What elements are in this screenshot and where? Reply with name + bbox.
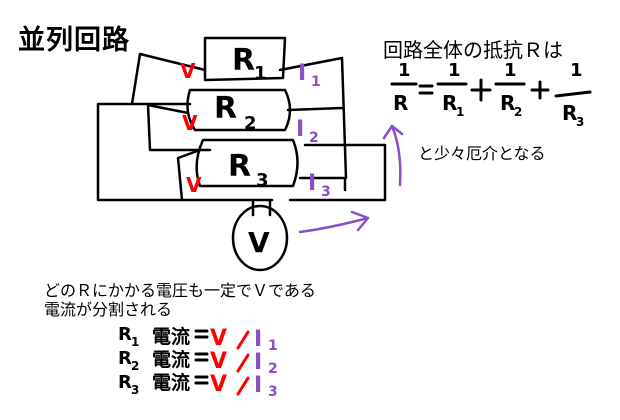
- voltage-source-label: V: [248, 226, 270, 259]
- eq3-current-sub: 3: [268, 384, 278, 400]
- r2-branch-right: [286, 106, 344, 112]
- eq3-slash: [236, 376, 250, 396]
- outer-wire-left: [96, 102, 274, 202]
- resistor-r2-box: [186, 88, 292, 132]
- eq3-resistor-sub: 3: [131, 383, 139, 397]
- formula-t3-denominator: R: [562, 101, 577, 125]
- r1-branch-right: [278, 56, 348, 180]
- current-mark-i1-sub: 1: [311, 74, 321, 90]
- formula-t1-denominator: R: [442, 91, 457, 115]
- eq1-resistor: R: [118, 324, 132, 345]
- eq2-resistor-sub: 2: [131, 359, 139, 373]
- voltage-mark-r3: V: [186, 173, 202, 197]
- description-line-1: どのＲにかかる電圧も一定でＶである: [44, 281, 316, 300]
- current-arrow-bottom: [298, 216, 370, 234]
- eq2-current: I: [254, 350, 262, 375]
- eq1-voltage: V: [210, 326, 227, 351]
- formula-t3-sub: 3: [576, 115, 584, 129]
- resistor-r1-label: R: [232, 43, 255, 78]
- resistor-r2-sub: 2: [244, 113, 257, 134]
- formula-heading: 回路全体の抵抗Ｒは: [383, 38, 563, 62]
- resistor-r1-sub: 1: [254, 63, 267, 84]
- voltage-mark-r2: V: [182, 111, 198, 135]
- current-arrow-bottom-head: [350, 210, 370, 232]
- eq1-slash: [236, 330, 250, 350]
- formula-t3-bar: [554, 90, 592, 98]
- description-line-2: 電流が分割される: [44, 300, 173, 319]
- eq1-current-sub: 1: [268, 338, 278, 354]
- formula-t3-numerator: 1: [570, 60, 583, 81]
- eq1-resistor-sub: 1: [131, 335, 139, 349]
- current-label-3: 電流: [152, 372, 191, 394]
- resistor-r3-label: R: [228, 149, 251, 184]
- eq2-voltage: V: [210, 349, 227, 374]
- r1-branch-left: [130, 52, 207, 106]
- formula-t2-sub: 2: [514, 105, 522, 119]
- formula-t1-numerator: 1: [448, 60, 461, 81]
- current-mark-i2: I: [296, 117, 304, 142]
- resistor-r3-sub: 3: [256, 170, 269, 191]
- formula-t1-sub: 1: [456, 105, 464, 119]
- voltage-mark-r1: V: [180, 59, 196, 83]
- eq3-current: I: [254, 373, 262, 398]
- formula-note: と少々厄介となる: [418, 144, 546, 163]
- resistor-r3-box: [195, 138, 299, 188]
- formula-lhs-numerator: 1: [398, 60, 411, 81]
- resistor-r2-label: R: [214, 91, 237, 126]
- formula-t2-denominator: R: [500, 91, 515, 115]
- eq2-resistor: R: [118, 348, 132, 369]
- eq2-current-sub: 2: [268, 361, 278, 377]
- current-arrow-right: [390, 124, 402, 187]
- current-label-2: 電流: [152, 349, 191, 371]
- current-arrow-right-head: [382, 124, 404, 140]
- eq2-slash: [236, 353, 250, 373]
- r3-branch-left: [176, 148, 202, 202]
- current-label-1: 電流: [152, 326, 191, 348]
- current-mark-i1: I: [298, 61, 306, 86]
- formula-lhs-denominator: R: [393, 91, 408, 115]
- r2-branch-left: [146, 103, 212, 152]
- eq1-current: I: [254, 327, 262, 352]
- formula-t2-numerator: 1: [504, 60, 517, 81]
- current-mark-i3: I: [308, 171, 316, 196]
- page-title: 並列回路: [18, 25, 130, 56]
- current-mark-i3-sub: 3: [321, 184, 331, 200]
- eq3-voltage: V: [210, 372, 227, 397]
- resistor-r1-box: [203, 36, 287, 82]
- outer-wire-right: [288, 143, 387, 202]
- current-mark-i2-sub: 2: [309, 130, 319, 146]
- eq3-resistor: R: [118, 372, 132, 393]
- voltage-source-circle: [231, 204, 289, 272]
